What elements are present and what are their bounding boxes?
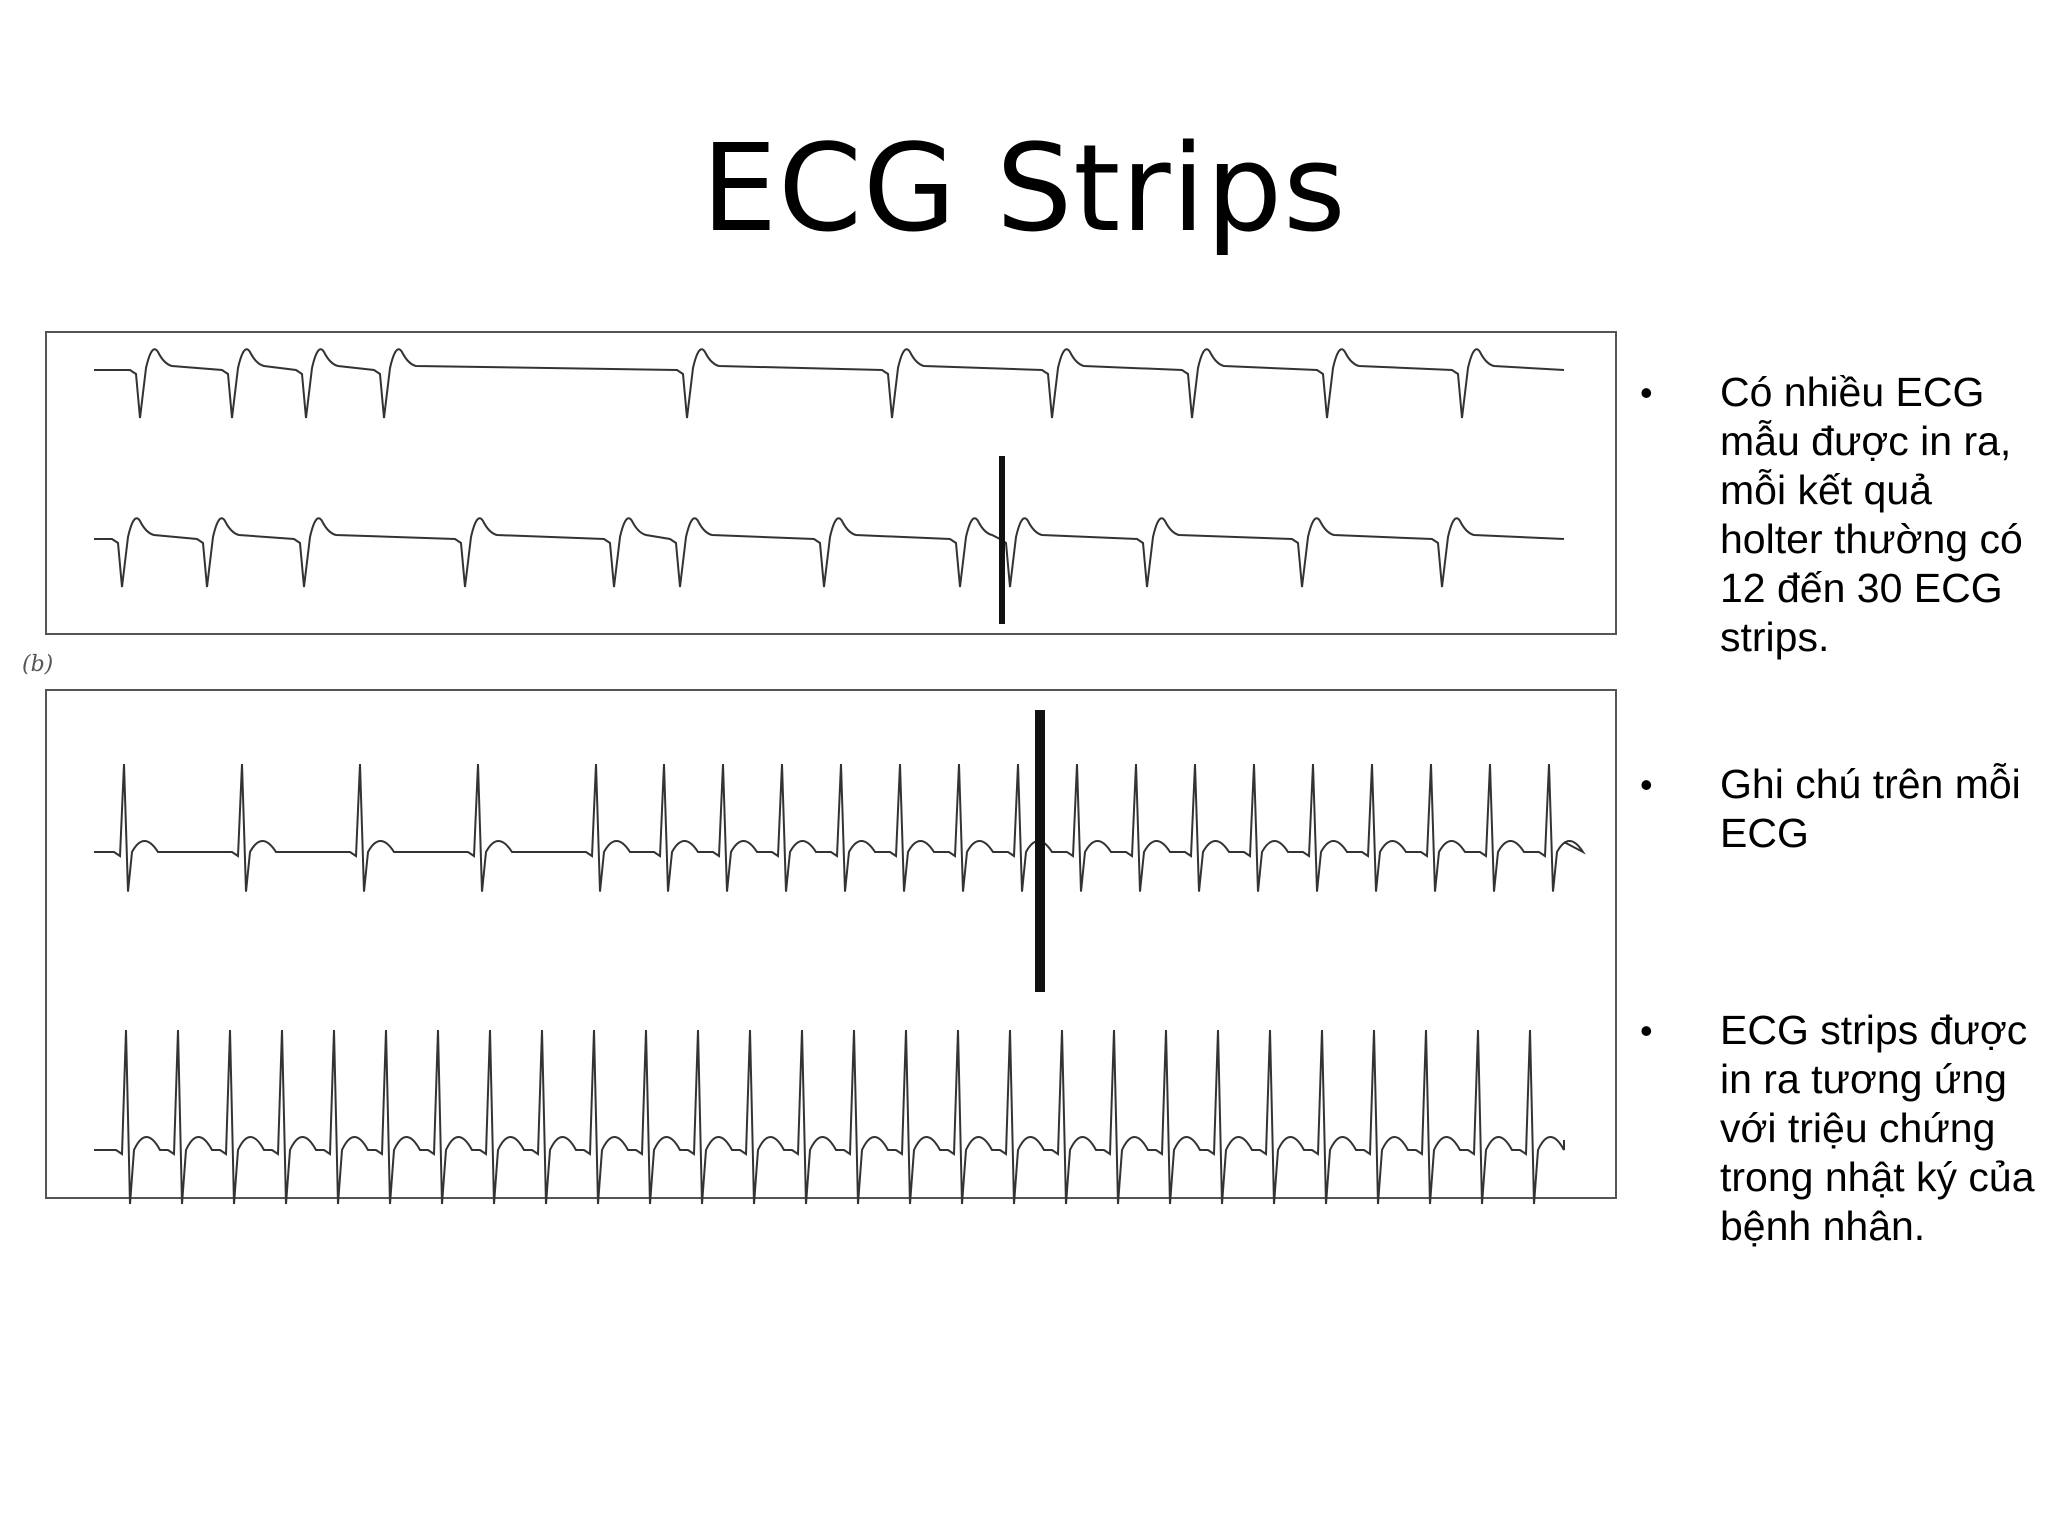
ecg-trace-a2 bbox=[94, 517, 1565, 588]
event-marker-b bbox=[1035, 710, 1045, 992]
ecg-trace-a1 bbox=[94, 348, 1565, 419]
bullet-list: Có nhiều ECG mẫu được in ra, mỗi kết quả… bbox=[1640, 368, 2040, 1251]
ecg-trace-b2 bbox=[94, 1029, 1565, 1205]
ecg-figure: (b) bbox=[14, 312, 1624, 1212]
event-marker-a bbox=[999, 456, 1005, 624]
bullet-item: Có nhiều ECG mẫu được in ra, mỗi kết quả… bbox=[1640, 368, 2040, 662]
panel-a-frame bbox=[45, 331, 1617, 635]
bullet-item: ECG strips được in ra tương ứng với triệ… bbox=[1640, 1006, 2040, 1251]
panel-b-label: (b) bbox=[22, 652, 54, 677]
bullet-item: Ghi chú trên mỗi ECG bbox=[1640, 760, 2040, 858]
ecg-trace-b1 bbox=[94, 763, 1586, 892]
ecg-strips-image bbox=[45, 331, 1617, 1205]
panel-b-frame bbox=[45, 689, 1617, 1199]
slide-title: ECG Strips bbox=[701, 120, 1347, 259]
